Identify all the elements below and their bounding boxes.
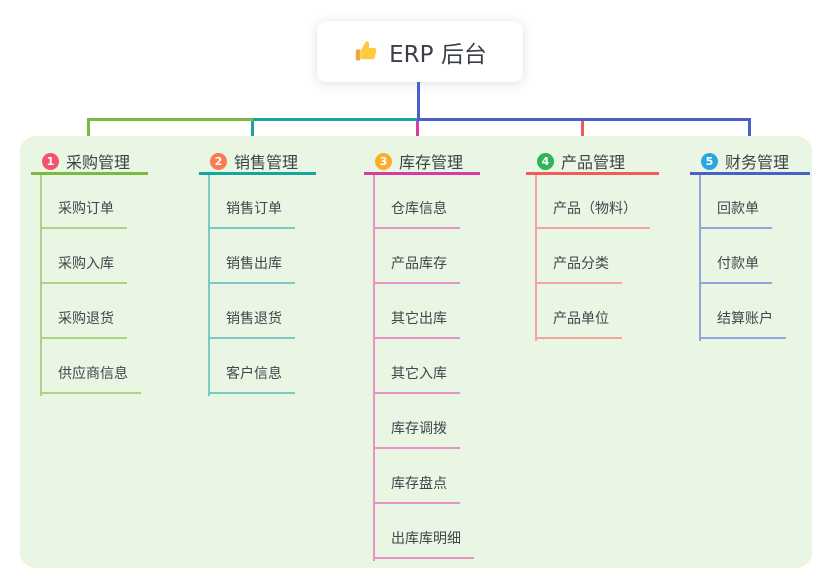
node-item[interactable]: 采购退货 (40, 310, 127, 339)
branch-number-badge: 3 (375, 152, 392, 170)
node-item[interactable]: 付款单 (699, 255, 772, 284)
branch-product-header[interactable]: 4 产品管理 (526, 150, 659, 172)
branch-product: 4 产品管理 产品（物料） 产品分类 产品单位 (526, 150, 659, 341)
root-node[interactable]: ERP 后台 (317, 21, 523, 82)
node-item[interactable]: 销售订单 (208, 200, 295, 229)
node-item[interactable]: 库存盘点 (373, 475, 460, 504)
branch-purchase-header[interactable]: 1 采购管理 (31, 150, 148, 172)
node-item[interactable]: 仓库信息 (373, 200, 460, 229)
connector-drop-finance (748, 118, 751, 149)
node-item[interactable]: 产品（物料） (535, 200, 650, 229)
connector-bus-left (87, 118, 253, 121)
branch-label: 财务管理 (725, 153, 790, 172)
branch-vline (699, 175, 701, 341)
branch-finance-header[interactable]: 5 财务管理 (690, 150, 810, 172)
connector-bus-middle (253, 118, 417, 121)
branch-purchase: 1 采购管理 采购订单 采购入库 采购退货 供应商信息 (31, 150, 148, 396)
branch-underline (364, 172, 480, 175)
branch-vline (40, 175, 42, 396)
node-item[interactable]: 回款单 (699, 200, 772, 229)
node-item[interactable]: 采购订单 (40, 200, 127, 229)
branch-underline (199, 172, 316, 175)
connector-drop-inventory (416, 121, 419, 150)
node-item[interactable]: 结算账户 (699, 310, 786, 339)
node-item[interactable]: 库存调拨 (373, 420, 460, 449)
node-item[interactable]: 产品单位 (535, 310, 622, 339)
branch-label: 采购管理 (66, 153, 131, 172)
branch-inventory-header[interactable]: 3 库存管理 (364, 150, 480, 172)
node-item[interactable]: 产品分类 (535, 255, 622, 284)
node-item[interactable]: 销售出库 (208, 255, 295, 284)
connector-drop-product (581, 121, 584, 149)
connector-drop-sales (251, 121, 254, 149)
connector-bus-right (417, 118, 751, 121)
branch-inventory: 3 库存管理 仓库信息 产品库存 其它出库 其它入库 库存调拨 库存盘点 出库库… (364, 150, 480, 561)
connector-drop-purchase (87, 118, 90, 149)
branch-number-badge: 5 (701, 152, 718, 170)
thumbs-up-icon (355, 40, 377, 60)
branch-sales: 2 销售管理 销售订单 销售出库 销售退货 客户信息 (199, 150, 316, 396)
node-item[interactable]: 出库库明细 (373, 530, 474, 559)
node-item[interactable]: 供应商信息 (40, 365, 141, 394)
branch-vline (535, 175, 537, 341)
branch-finance: 5 财务管理 回款单 付款单 结算账户 (690, 150, 810, 341)
branches-panel (20, 136, 812, 568)
branch-number-badge: 4 (537, 152, 554, 170)
branch-number-badge: 2 (210, 152, 227, 170)
branch-underline (31, 172, 148, 175)
connector-root-vertical (417, 82, 420, 119)
node-item[interactable]: 销售退货 (208, 310, 295, 339)
node-item[interactable]: 客户信息 (208, 365, 295, 394)
branch-underline (526, 172, 659, 175)
branch-underline (690, 172, 810, 175)
node-item[interactable]: 其它出库 (373, 310, 460, 339)
node-item[interactable]: 其它入库 (373, 365, 460, 394)
branch-label: 销售管理 (234, 153, 299, 172)
branch-label: 库存管理 (399, 153, 464, 172)
branch-vline (373, 175, 375, 561)
node-item[interactable]: 采购入库 (40, 255, 127, 284)
branch-vline (208, 175, 210, 396)
node-item[interactable]: 产品库存 (373, 255, 460, 284)
branch-number-badge: 1 (42, 152, 59, 170)
branch-sales-header[interactable]: 2 销售管理 (199, 150, 316, 172)
root-label: ERP 后台 (389, 41, 487, 68)
branch-label: 产品管理 (561, 153, 626, 172)
